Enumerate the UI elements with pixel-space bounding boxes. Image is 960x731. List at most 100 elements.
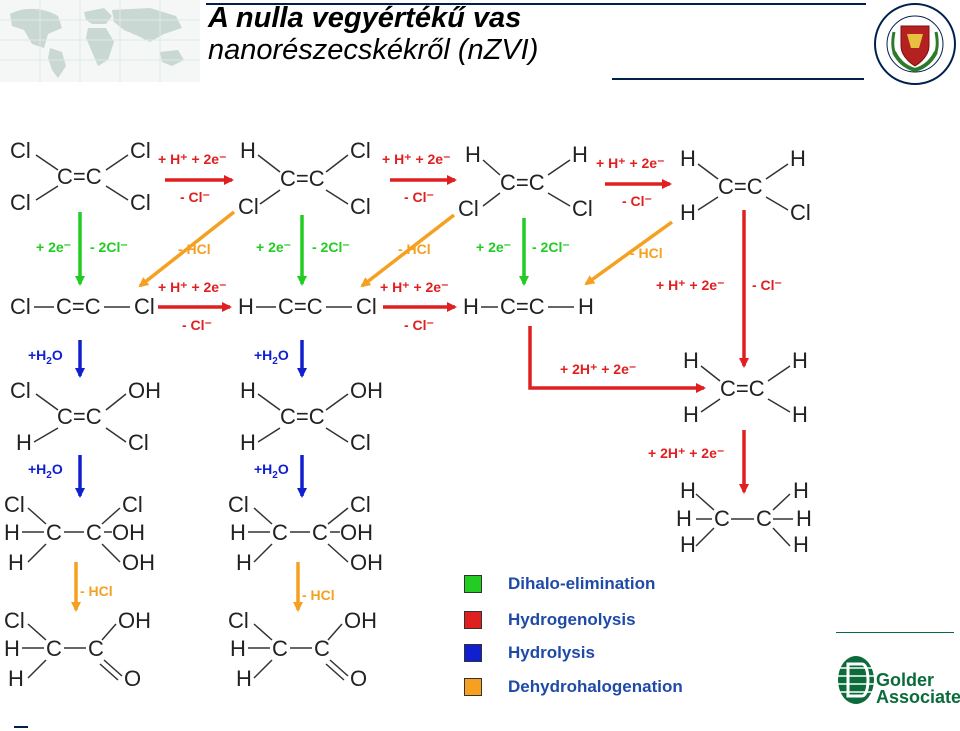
svg-text:Cl: Cl	[4, 608, 25, 633]
svg-text:C=C: C=C	[500, 170, 545, 195]
label-r2b2: - Cl⁻	[404, 317, 434, 333]
svg-text:H: H	[8, 550, 24, 575]
svg-text:Cl: Cl	[10, 190, 31, 215]
legend-label-hydrogenolysis: Hydrogenolysis	[508, 610, 636, 629]
label-h2o-4: +H2O	[254, 461, 289, 481]
svg-text:C: C	[314, 636, 330, 661]
svg-text:H: H	[8, 666, 24, 691]
label-r-down: + H⁺ + 2e⁻	[656, 277, 724, 293]
svg-text:Cl: Cl	[4, 492, 25, 517]
svg-text:C=C: C=C	[500, 294, 545, 319]
svg-text:Cl: Cl	[10, 138, 31, 163]
svg-text:H: H	[680, 478, 696, 503]
footer-mark	[14, 726, 28, 728]
label-o1: - HCl	[178, 241, 211, 257]
svg-text:C: C	[88, 636, 104, 661]
legend-label-dehydrohalogenation: Dehydrohalogenation	[508, 677, 683, 696]
arrow-o3	[584, 220, 674, 286]
legend-item-dihalo: Dihalo-elimination	[464, 574, 655, 594]
label-r2b: + H⁺ + 2e⁻	[380, 279, 448, 295]
svg-text:Cl: Cl	[790, 200, 811, 225]
label-g3: + 2e⁻	[476, 239, 511, 255]
svg-text:Cl: Cl	[458, 196, 479, 221]
svg-text:H: H	[676, 506, 692, 531]
svg-text:H: H	[680, 532, 696, 557]
label-r-elbow: + 2H⁺ + 2e⁻	[560, 361, 636, 377]
golder-logo-line1: Golder	[876, 670, 935, 690]
svg-text:C=C: C=C	[280, 404, 325, 429]
label-r1b: + H⁺ + 2e⁻	[382, 151, 450, 167]
svg-text:Cl: Cl	[10, 378, 31, 403]
svg-text:H: H	[792, 402, 808, 427]
label-h2o-1: +H2O	[28, 347, 63, 367]
svg-text:O: O	[124, 666, 141, 691]
svg-text:C: C	[272, 520, 288, 545]
svg-text:Cl: Cl	[356, 294, 377, 319]
legend-label-dihalo: Dihalo-elimination	[508, 574, 656, 593]
svg-text:H: H	[680, 200, 696, 225]
label-h2o-2: +H2O	[254, 347, 289, 367]
label-r1c: + H⁺ + 2e⁻	[596, 155, 664, 171]
svg-text:C: C	[756, 506, 772, 531]
legend-swatch-orange	[464, 678, 482, 696]
label-g2: + 2e⁻	[256, 239, 291, 255]
world-map-graphic	[0, 0, 200, 82]
university-seal-logo	[874, 3, 956, 85]
svg-text:H: H	[4, 636, 20, 661]
svg-text:Cl: Cl	[228, 608, 249, 633]
svg-text:Cl: Cl	[228, 492, 249, 517]
svg-text:OH: OH	[128, 378, 161, 403]
label-r1a2: - Cl⁻	[180, 189, 210, 205]
label-r2a: + H⁺ + 2e⁻	[158, 279, 226, 295]
label-o2: - HCl	[398, 241, 431, 257]
svg-text:C=C: C=C	[720, 376, 765, 401]
svg-text:Cl: Cl	[128, 430, 149, 455]
svg-text:O: O	[350, 666, 367, 691]
svg-text:H: H	[578, 294, 594, 319]
svg-text:+H2O: +H2O	[254, 461, 289, 481]
svg-text:OH: OH	[350, 378, 383, 403]
svg-text:H: H	[683, 402, 699, 427]
svg-text:H: H	[238, 294, 254, 319]
svg-text:OH: OH	[344, 608, 377, 633]
svg-text:Cl: Cl	[238, 194, 259, 219]
svg-text:H: H	[465, 142, 481, 167]
svg-text:C=C: C=C	[57, 404, 102, 429]
legend-label-hydrolysis: Hydrolysis	[508, 643, 595, 662]
svg-text:OH: OH	[122, 550, 155, 575]
label-r-down2: - Cl⁻	[752, 277, 782, 293]
svg-text:OH: OH	[112, 520, 145, 545]
arrow-o1	[138, 210, 236, 288]
svg-text:Cl: Cl	[572, 196, 593, 221]
svg-text:Cl: Cl	[130, 138, 151, 163]
arrow-r-elbow	[528, 326, 706, 393]
svg-text:Cl: Cl	[130, 190, 151, 215]
legend-swatch-red	[464, 611, 482, 629]
svg-text:C=C: C=C	[280, 166, 325, 191]
svg-text:OH: OH	[118, 608, 151, 633]
svg-text:Cl: Cl	[350, 138, 371, 163]
svg-text:C=C: C=C	[278, 294, 323, 319]
svg-text:C=C: C=C	[56, 294, 101, 319]
svg-text:C: C	[312, 520, 328, 545]
svg-text:C: C	[714, 506, 730, 531]
svg-text:H: H	[680, 146, 696, 171]
svg-text:H: H	[792, 348, 808, 373]
label-r-eth: + 2H⁺ + 2e⁻	[648, 445, 724, 461]
title-rule	[206, 3, 866, 5]
label-r1c2: - Cl⁻	[622, 193, 652, 209]
label-g1: + 2e⁻	[36, 239, 71, 255]
svg-text:H: H	[240, 138, 256, 163]
